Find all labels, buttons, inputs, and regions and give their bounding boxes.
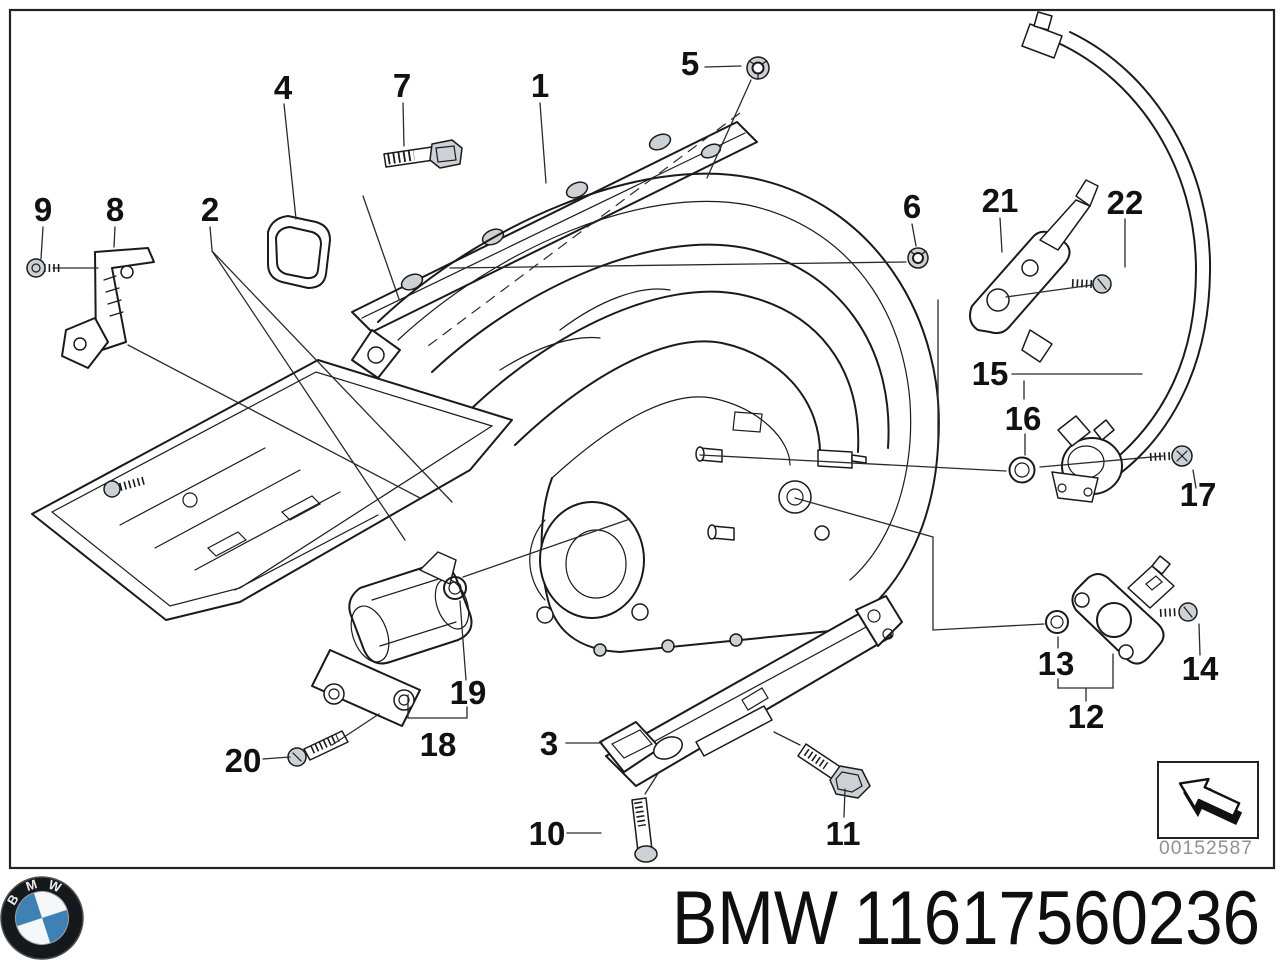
callout-5: 5 — [681, 45, 699, 82]
image-stamp: 00152587 — [1157, 761, 1259, 859]
callout-13: 13 — [1038, 645, 1075, 682]
callout-12: 12 — [1068, 698, 1105, 735]
support-bracket-3-drawing — [599, 595, 903, 787]
gasket-4-drawing — [267, 215, 331, 289]
callout-9: 9 — [34, 191, 52, 228]
direction-arrow-icon — [1178, 777, 1243, 826]
callout-10: 10 — [529, 815, 566, 852]
callout-4: 4 — [274, 69, 293, 106]
callout-22: 22 — [1107, 184, 1144, 221]
callout-16: 16 — [1005, 400, 1042, 437]
bolt-10-drawing — [631, 797, 658, 863]
part-number-text: 11617560236 — [854, 876, 1260, 960]
callout-15: 15 — [972, 355, 1009, 392]
sensor-12-drawing — [1071, 555, 1175, 665]
bmw-logo-inner-rim — [15, 891, 69, 945]
callout-14: 14 — [1182, 650, 1219, 687]
callout-20: 20 — [225, 742, 262, 779]
bracket-21-drawing — [969, 179, 1099, 363]
vent-hose-drawing — [1021, 11, 1212, 473]
screw-22-drawing — [1071, 274, 1112, 294]
leader-lines — [40, 65, 1201, 834]
engine-cover-drawing — [31, 359, 513, 621]
actuator-18-drawing — [311, 551, 473, 727]
callout-17: 17 — [1180, 476, 1217, 513]
callout-2: 2 — [201, 191, 219, 228]
brand-text: BMW — [672, 876, 838, 960]
footer: BMW 11617560236 — [672, 876, 1260, 960]
o-ring-19-drawing — [443, 576, 467, 600]
nut-6-drawing — [907, 247, 929, 269]
callout-18: 18 — [420, 726, 457, 763]
o-ring-13-drawing — [1045, 610, 1069, 634]
callout-11: 11 — [826, 815, 861, 852]
stamp-code: 00152587 — [1159, 838, 1253, 859]
bolt-20-drawing — [287, 730, 349, 767]
callout-1: 1 — [531, 67, 549, 104]
callout-6: 6 — [903, 188, 921, 225]
nut-5-drawing — [746, 56, 770, 80]
callout-3: 3 — [540, 725, 558, 762]
bmw-logo: B M W — [0, 876, 84, 960]
bmw-logo-letter-m: M — [24, 876, 39, 894]
valve-drawing — [1051, 415, 1123, 503]
callout-7: 7 — [393, 67, 411, 104]
callout-19: 19 — [450, 674, 487, 711]
screw-14-drawing — [1159, 602, 1198, 622]
bolt-7-drawing — [383, 139, 463, 169]
bracket-8-drawing — [61, 247, 155, 369]
bolt-11-drawing — [797, 743, 871, 799]
o-ring-16-drawing — [1008, 456, 1036, 484]
callout-8: 8 — [106, 191, 124, 228]
callout-21: 21 — [982, 182, 1019, 219]
callout-numbers: 1 2 3 4 5 6 7 8 9 10 11 12 13 14 15 16 1… — [34, 45, 1219, 852]
